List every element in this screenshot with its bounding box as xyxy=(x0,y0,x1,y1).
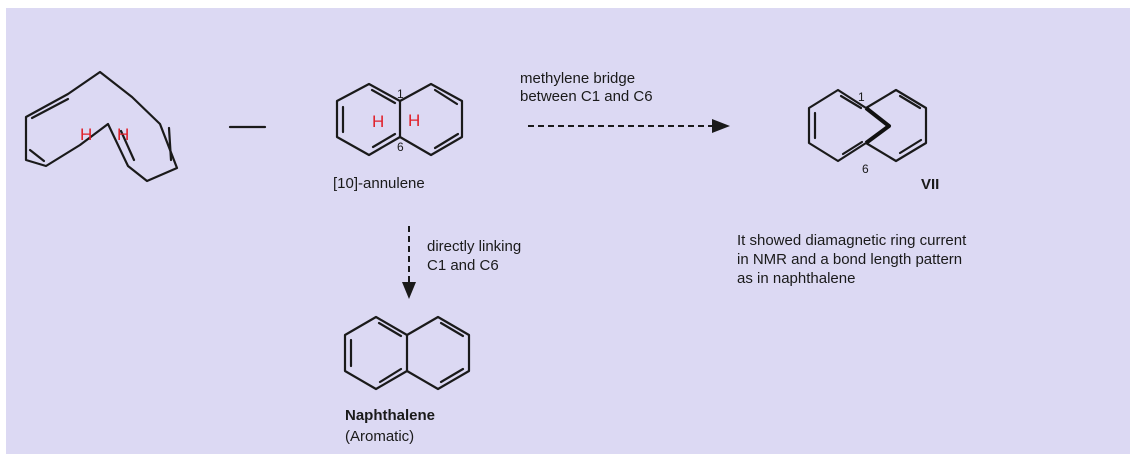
diagram-panel xyxy=(6,8,1130,454)
link-arrow-label-line1: directly linking xyxy=(427,238,521,255)
carbon-6-label: 6 xyxy=(397,140,404,154)
link-arrow-label-line2: C1 and C6 xyxy=(427,257,499,274)
annulene-name: [10]-annulene xyxy=(333,175,425,192)
link-arrow: directly linking C1 and C6 xyxy=(402,226,521,299)
observation-line3: as in naphthalene xyxy=(737,270,855,287)
bridge-arrow-label-line1: methylene bridge xyxy=(520,70,635,87)
hydrogen-label: H xyxy=(372,112,384,131)
hydrogen-label: H xyxy=(80,125,92,144)
observation-text: It showed diamagnetic ring current in NM… xyxy=(737,232,967,287)
bridge-arrow-label-line2: between C1 and C6 xyxy=(520,88,653,105)
carbon-1-label: 1 xyxy=(397,87,404,101)
bridge-arrow: methylene bridge between C1 and C6 xyxy=(520,70,730,133)
observation-line2: in NMR and a bond length pattern xyxy=(737,251,962,268)
carbon-1-label: 1 xyxy=(858,90,865,104)
carbon-6-label: 6 xyxy=(862,162,869,176)
hydrogen-label: H xyxy=(408,111,420,130)
annulene-trans-structure: 1 6 H H [10]-annulene xyxy=(333,82,464,192)
compound-vii-label: VII xyxy=(921,176,939,193)
naphthalene-note: (Aromatic) xyxy=(345,428,414,445)
naphthalene-name: Naphthalene xyxy=(345,407,435,424)
annulene-all-cis-structure: H H xyxy=(24,70,179,183)
bridged-annulene-structure: 1 6 VII xyxy=(807,88,939,193)
naphthalene-structure: Naphthalene (Aromatic) xyxy=(343,315,471,445)
observation-line1: It showed diamagnetic ring current xyxy=(737,232,967,249)
hydrogen-label: H xyxy=(117,125,129,144)
